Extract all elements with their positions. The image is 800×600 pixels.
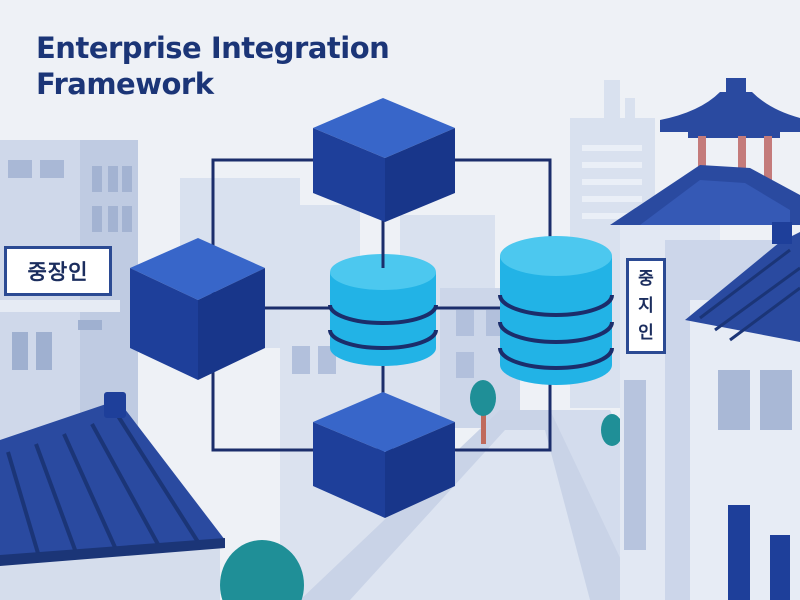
database-cylinder-icon: [498, 236, 614, 385]
right-buildings: [620, 225, 800, 600]
shop-sign-right-char: 지: [638, 295, 654, 316]
shop-sign-right-char: 중: [638, 268, 654, 289]
shop-sign-left: 중장인: [4, 246, 112, 296]
integration-cube-icon: [313, 392, 455, 518]
shop-sign-right-char: 인: [638, 322, 654, 343]
pavilion: [660, 78, 800, 184]
left-traditional-roof: [0, 392, 225, 600]
integration-cube-icon: [130, 238, 265, 380]
page-title: Enterprise Integration Framework: [36, 30, 390, 102]
database-cylinder-icon: [328, 250, 438, 366]
title-line-1: Enterprise Integration: [36, 31, 390, 65]
shop-sign-right: 중 지 인: [626, 258, 666, 354]
shop-sign-left-text: 중장인: [27, 260, 89, 284]
right-roofs: [610, 165, 800, 342]
integration-cube-icon: [313, 98, 455, 268]
background-windows: [582, 145, 642, 219]
street-trees: [220, 380, 623, 600]
title-line-2: Framework: [36, 67, 214, 101]
